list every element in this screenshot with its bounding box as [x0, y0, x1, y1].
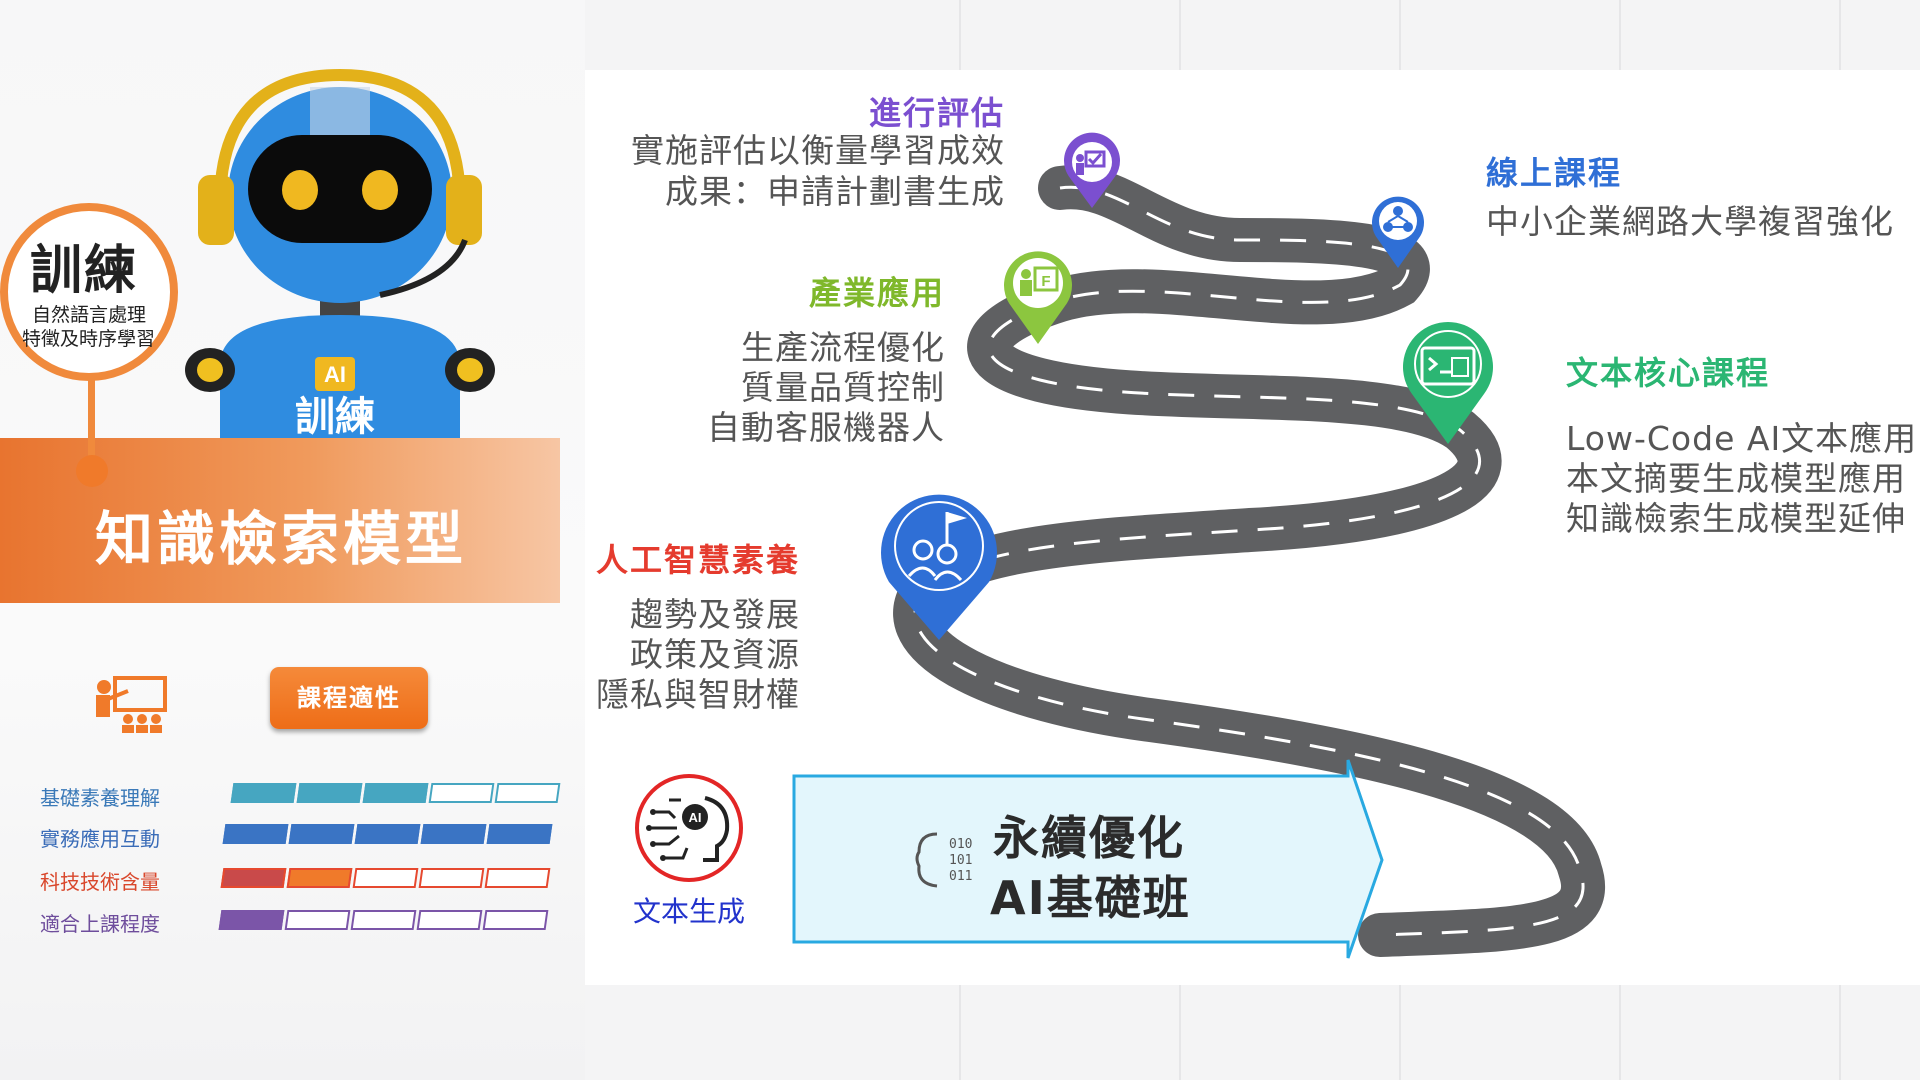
rating-cell	[486, 824, 553, 844]
banner-line-2: AI基礎班	[990, 871, 1191, 925]
stage-industry-line-1: 生產流程優化	[741, 328, 945, 367]
rating-cell	[428, 783, 495, 803]
stage-literacy-line-3: 隱私與智財權	[596, 675, 800, 714]
stage-textcore-line-3: 知識檢索生成模型延伸	[1566, 499, 1906, 538]
stage-industry-line-3: 自動客服機器人	[707, 408, 945, 447]
stage-literacy-title: 人工智慧素養	[595, 541, 800, 579]
banner-line-1: 永續優化	[993, 811, 1185, 865]
rating-cell	[362, 783, 429, 803]
rating-cell	[288, 824, 355, 844]
ai-head-circuit-icon: AI	[635, 774, 743, 882]
stage-evaluate-line-2: 成果：申請計劃書生成	[665, 172, 1005, 211]
sustain-banner-arrow	[792, 759, 1384, 959]
rating-cell	[220, 868, 287, 888]
rating-cell	[420, 824, 487, 844]
rating-cell	[218, 910, 285, 930]
binary-brain-icon: 010 101 011	[915, 832, 972, 888]
rating-cell	[284, 910, 351, 930]
stage-literacy-line-1: 趨勢及發展	[630, 595, 800, 634]
stage-textcore-line-2: 本文摘要生成模型應用	[1566, 459, 1906, 498]
ai-logo-badge: AI	[689, 810, 702, 825]
rating-cell	[286, 868, 353, 888]
circle-line-1: 自然語言處理	[32, 304, 147, 326]
svg-text:010: 010	[949, 837, 972, 852]
stage-textcore-title: 文本核心課程	[1566, 354, 1771, 392]
stage-online-line-1: 中小企業網路大學複習強化	[1486, 202, 1894, 241]
stage-literacy-line-2: 政策及資源	[630, 635, 800, 674]
circle-title: 訓練	[30, 241, 139, 301]
rating-cell	[484, 868, 551, 888]
online-network-icon	[1372, 196, 1424, 268]
svg-text:F: F	[1041, 273, 1050, 290]
rating-cell	[416, 910, 483, 930]
rating-cell	[222, 824, 289, 844]
circle-connector	[88, 372, 95, 467]
stage-industry-title: 產業應用	[808, 274, 945, 312]
teacher-presentation-icon	[96, 676, 167, 733]
rating-cell	[418, 868, 485, 888]
rating-label-tech: 科技技術含量	[40, 870, 160, 894]
training-circle	[0, 203, 178, 381]
evaluation-checklist-icon	[1064, 132, 1120, 208]
ai-logo-label: 文本生成	[633, 895, 746, 928]
circle-line-2: 特徵及時序學習	[22, 328, 156, 350]
connector-dot	[76, 455, 108, 487]
rating-cell	[354, 824, 421, 844]
rating-bar-tech	[220, 868, 551, 888]
rating-label-basic: 基礎素養理解	[40, 786, 160, 810]
stage-evaluate-line-1: 實施評估以衡量學習成效	[631, 131, 1005, 170]
rating-bar-practice	[222, 824, 553, 844]
rating-cell	[296, 783, 363, 803]
robot-chest-badge: AI	[324, 362, 346, 387]
goal-flag-people-icon	[881, 494, 997, 640]
svg-text:011: 011	[949, 869, 972, 884]
rating-label-level: 適合上課程度	[40, 912, 160, 936]
stage-textcore-line-1: Low-Code AI文本應用	[1566, 419, 1918, 458]
svg-text:101: 101	[949, 853, 972, 868]
rating-cell	[352, 868, 419, 888]
rating-cell	[350, 910, 417, 930]
course-fitness-button[interactable]: 課程適性	[270, 667, 428, 729]
stage-evaluate-title: 進行評估	[868, 94, 1005, 132]
stage-online-title: 線上課程	[1486, 154, 1623, 192]
rating-cell	[230, 783, 297, 803]
presenter-board-icon: F	[1004, 251, 1072, 344]
terminal-screen-icon	[1403, 322, 1493, 444]
stage-industry-line-2: 質量品質控制	[741, 368, 945, 407]
ai-robot-illustration: AI 訓練	[185, 68, 495, 445]
rating-bar-basic	[230, 783, 561, 803]
rating-cell	[494, 783, 561, 803]
robot-chest-text: 訓練	[295, 395, 375, 439]
rating-bar-level	[218, 910, 549, 930]
band-title: 知識檢索模型	[95, 505, 468, 573]
rating-cell	[482, 910, 549, 930]
rating-label-practice: 實務應用互動	[40, 827, 160, 851]
